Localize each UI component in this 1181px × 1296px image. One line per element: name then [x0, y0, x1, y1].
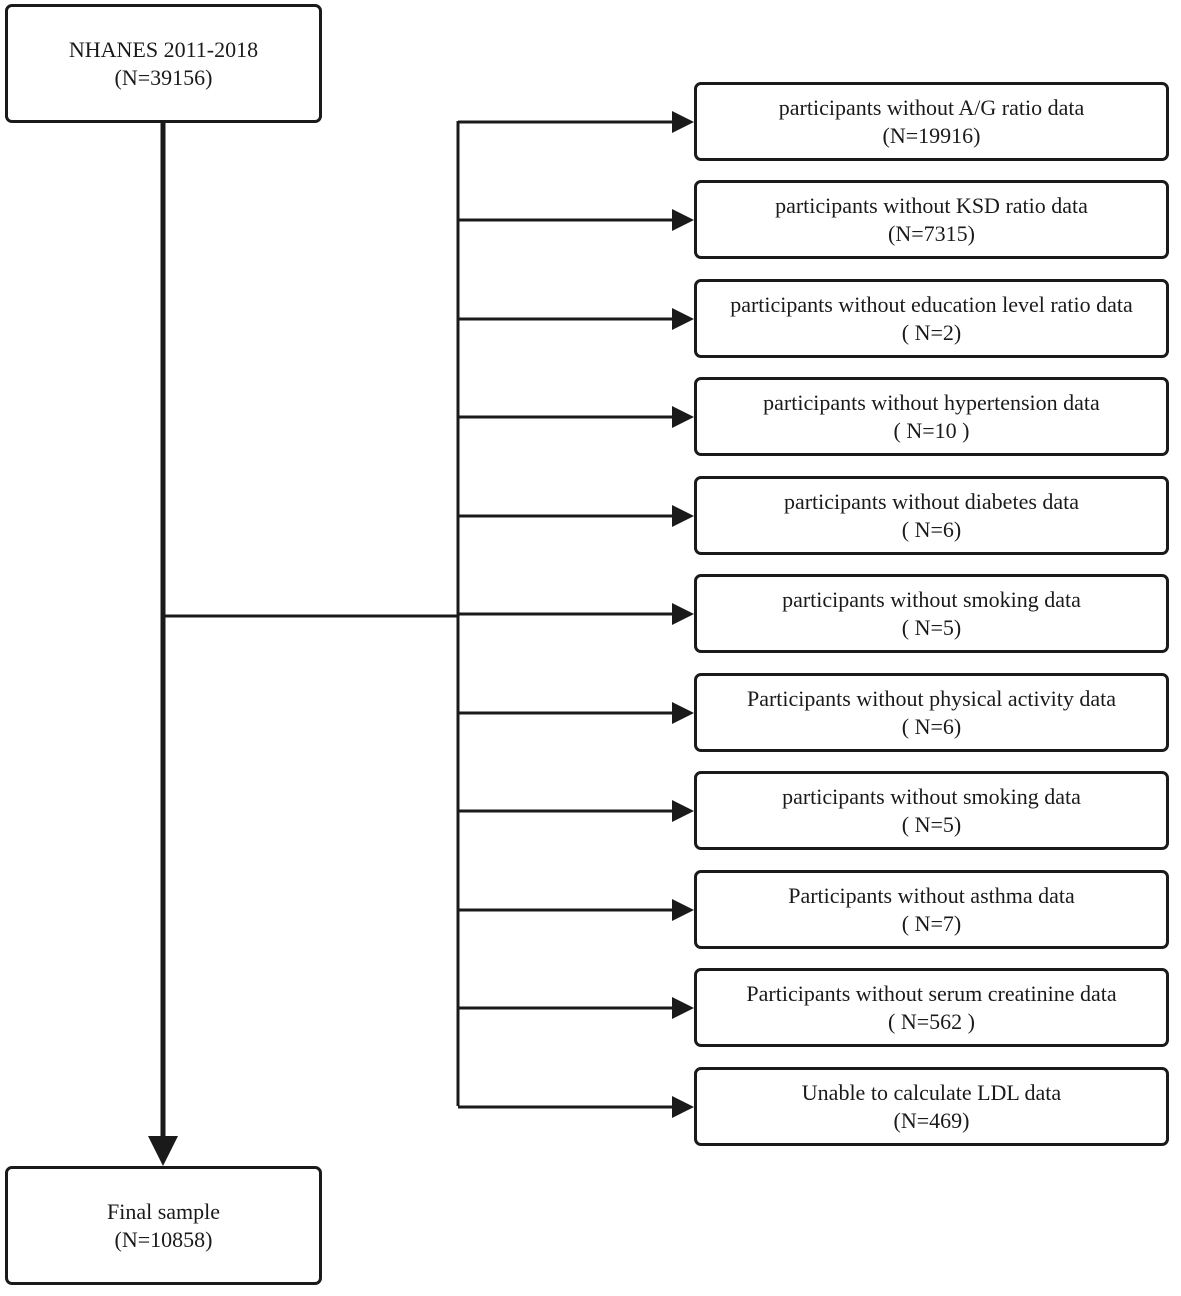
exclusion-box: participants without education level rat…: [694, 279, 1169, 358]
exclusion-label: Unable to calculate LDL data: [801, 1079, 1062, 1105]
exclusion-box: participants without hypertension data( …: [694, 377, 1169, 456]
exclusion-label: participants without KSD ratio data: [775, 192, 1088, 218]
exclusion-box: Unable to calculate LDL data(N=469): [694, 1067, 1169, 1146]
exclusion-count: (N=7315): [888, 220, 975, 246]
exclusion-count: ( N=2): [901, 319, 962, 345]
exclusion-count: ( N=10 ): [893, 417, 970, 443]
exclusion-arrowhead: [672, 111, 694, 133]
exclusion-arrowhead: [672, 800, 694, 822]
exclusion-box: participants without smoking data( N=5): [694, 574, 1169, 653]
exclusion-arrowhead: [672, 603, 694, 625]
exclusion-count: (N=19916): [882, 122, 981, 148]
start-title: NHANES 2011-2018: [68, 36, 259, 62]
exclusion-box: Participants without physical activity d…: [694, 673, 1169, 752]
final-box: Final sample (N=10858): [5, 1166, 322, 1285]
exclusion-box: participants without A/G ratio data(N=19…: [694, 82, 1169, 161]
exclusion-count: ( N=7): [901, 910, 962, 936]
exclusion-label: participants without smoking data: [782, 586, 1081, 612]
exclusion-label: participants without education level rat…: [730, 291, 1133, 317]
exclusion-arrowhead: [672, 406, 694, 428]
exclusion-arrowhead: [672, 997, 694, 1019]
exclusion-arrowhead: [672, 1096, 694, 1118]
exclusion-label: Participants without physical activity d…: [746, 685, 1117, 711]
exclusion-box: participants without KSD ratio data(N=73…: [694, 180, 1169, 259]
exclusion-box: Participants without serum creatinine da…: [694, 968, 1169, 1047]
exclusion-label: participants without hypertension data: [763, 389, 1100, 415]
exclusion-count: ( N=6): [901, 516, 962, 542]
exclusion-box: Participants without asthma data( N=7): [694, 870, 1169, 949]
exclusion-box: participants without diabetes data( N=6): [694, 476, 1169, 555]
final-title: Final sample: [106, 1198, 221, 1224]
final-count: (N=10858): [114, 1226, 213, 1252]
main-arrowhead: [148, 1136, 178, 1166]
exclusion-arrowhead: [672, 505, 694, 527]
exclusion-arrowhead: [672, 209, 694, 231]
exclusion-count: ( N=562 ): [888, 1008, 975, 1034]
exclusion-label: Participants without serum creatinine da…: [746, 980, 1117, 1006]
exclusion-label: Participants without asthma data: [788, 882, 1075, 908]
exclusion-label: participants without diabetes data: [783, 488, 1080, 514]
start-count: (N=39156): [114, 64, 213, 90]
exclusion-count: ( N=5): [901, 811, 962, 837]
exclusion-arrowhead: [672, 308, 694, 330]
exclusion-count: ( N=6): [901, 713, 962, 739]
start-box: NHANES 2011-2018 (N=39156): [5, 4, 322, 123]
exclusion-arrowhead: [672, 899, 694, 921]
exclusion-arrowhead: [672, 702, 694, 724]
exclusion-count: (N=469): [893, 1107, 970, 1133]
exclusion-label: participants without A/G ratio data: [778, 94, 1085, 120]
exclusion-count: ( N=5): [901, 614, 962, 640]
exclusion-label: participants without smoking data: [782, 783, 1081, 809]
exclusion-box: participants without smoking data( N=5): [694, 771, 1169, 850]
